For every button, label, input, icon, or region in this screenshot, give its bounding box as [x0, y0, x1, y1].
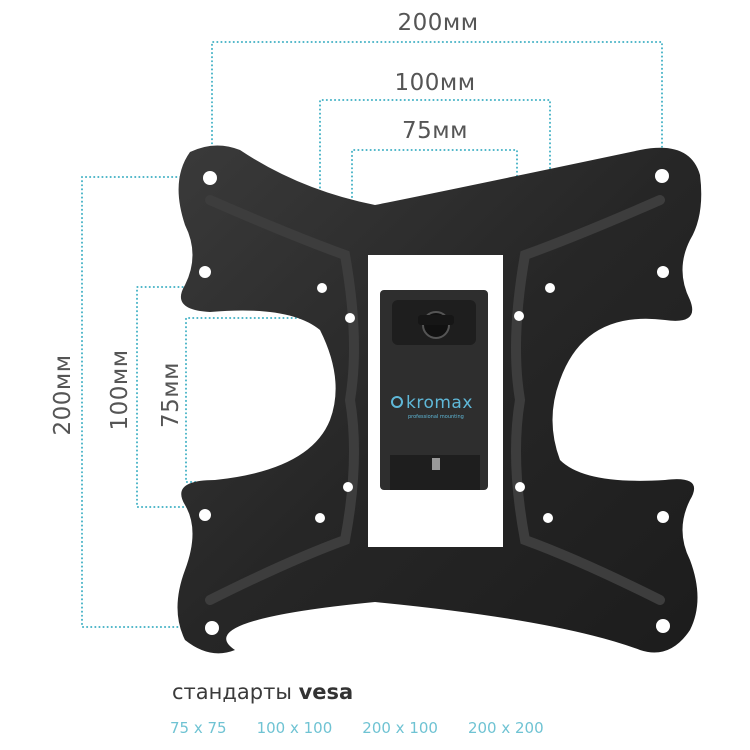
standard-item: 75 x 75 — [170, 719, 227, 737]
brand-logo: kromax professional mounting — [391, 393, 473, 420]
top-75-label: 75мм — [402, 118, 468, 144]
top-100-label: 100мм — [394, 70, 475, 96]
standard-item: 200 x 100 — [362, 719, 438, 737]
vesa-caption: стандарты vesa — [172, 680, 353, 704]
standard-item: 100 x 100 — [256, 719, 333, 737]
standard-item: 200 x 200 — [467, 719, 544, 737]
left-100-label: 100мм — [107, 349, 133, 430]
left-200-label: 200мм — [50, 354, 76, 435]
brand-name: kromax — [406, 393, 473, 413]
left-75-label: 75мм — [158, 362, 184, 428]
mounting-holes — [199, 169, 670, 635]
caption-bold: vesa — [298, 680, 354, 704]
vesa-standards-list: 75 x 75 100 x 100 200 x 100 200 x 200 — [170, 719, 730, 737]
brand-tagline: professional mounting — [408, 414, 464, 420]
caption-prefix: стандарты — [172, 680, 292, 704]
mounting-plate — [177, 145, 702, 654]
top-200-label: 200мм — [397, 10, 478, 36]
